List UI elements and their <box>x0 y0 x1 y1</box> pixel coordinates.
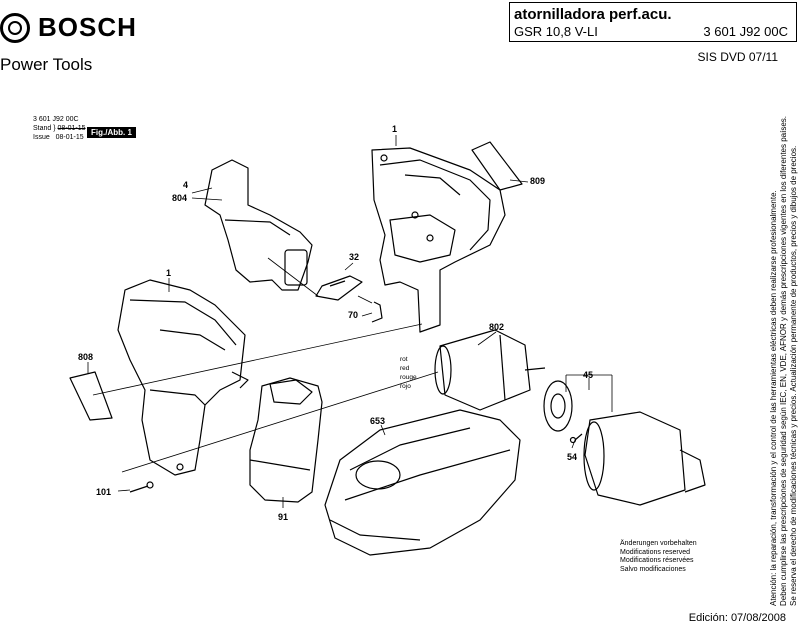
meta-code: 3 601 J92 00C <box>33 116 79 123</box>
stand-value: 08-01-15 <box>57 125 86 132</box>
battery-pack <box>249 377 323 503</box>
edition-date: Edición: 07/08/2008 <box>688 612 786 624</box>
label-strips <box>69 141 523 421</box>
brand-subtitle: Power Tools <box>0 55 93 74</box>
sis-version: SIS DVD 07/11 <box>697 50 778 64</box>
part-label: 70 <box>348 310 359 320</box>
changes-line: Modifications réservées <box>620 557 694 564</box>
model-name: GSR 10,8 V-LI <box>514 24 598 39</box>
changes-line: Modifications reserved <box>620 548 691 556</box>
side-notes: Atención: la reparación, transformación … <box>769 116 799 606</box>
side-note: Deben cumplirse las prescripciones de se… <box>779 115 788 606</box>
gear-plate <box>543 380 573 432</box>
part-label: 1 <box>166 268 172 278</box>
changes-line: Änderungen vorbehalten <box>620 540 697 547</box>
stand-label: Stand <box>33 125 52 132</box>
color-label: rojo <box>400 383 411 390</box>
contact-plate <box>315 275 363 301</box>
gearbox <box>583 411 706 506</box>
part-label: 1 <box>392 124 398 134</box>
part-label: 32 <box>349 252 360 262</box>
spring-clip <box>371 301 383 323</box>
switch-assembly <box>204 159 313 291</box>
changes-reserved: Änderungen vorbehalten Modifications res… <box>620 540 697 574</box>
bosch-armature-icon <box>0 12 30 43</box>
part-label: 653 <box>370 416 386 426</box>
doc-title: atornilladora perf.acu. <box>514 6 672 23</box>
housing-half-left <box>117 279 249 476</box>
part-label: 804 <box>172 193 188 203</box>
part-label: 802 <box>489 322 505 332</box>
title-box: atornilladora perf.acu. GSR 10,8 V-LI 3 … <box>509 2 797 42</box>
part-label: 4 <box>183 180 189 190</box>
part-number: 3 601 J92 00C <box>703 24 788 39</box>
meta-block: 3 601 J92 00C Stand } 08-01-15 Issue 08-… <box>33 116 86 141</box>
part-label: 54 <box>567 452 578 462</box>
side-note: Se reserva el derecho de modificaciones … <box>789 145 798 606</box>
part-label: 91 <box>278 512 289 522</box>
part-label: 808 <box>78 352 94 362</box>
screw-54 <box>569 433 583 444</box>
changes-line: Salvo modificaciones <box>620 565 686 573</box>
motor <box>434 329 546 411</box>
bosch-logo: BOSCH <box>0 12 137 43</box>
color-label: rot <box>400 356 408 363</box>
color-label: red <box>400 365 410 372</box>
issue-label: Issue <box>33 134 50 141</box>
color-legend: rot red rouge rojo <box>400 355 417 391</box>
figure-label: Fig./Abb. 1 <box>87 127 136 138</box>
side-note: Atención: la reparación, transformación … <box>769 190 778 606</box>
issue-value: 08-01-15 <box>55 134 84 141</box>
part-label: 809 <box>530 176 546 186</box>
screw-101 <box>129 481 154 493</box>
battery-charger <box>324 409 521 556</box>
part-label: 45 <box>583 370 594 380</box>
housing-half-right <box>371 147 506 333</box>
color-label: rouge <box>400 374 417 381</box>
part-label: 101 <box>96 487 112 497</box>
brand-name: BOSCH <box>38 12 137 42</box>
